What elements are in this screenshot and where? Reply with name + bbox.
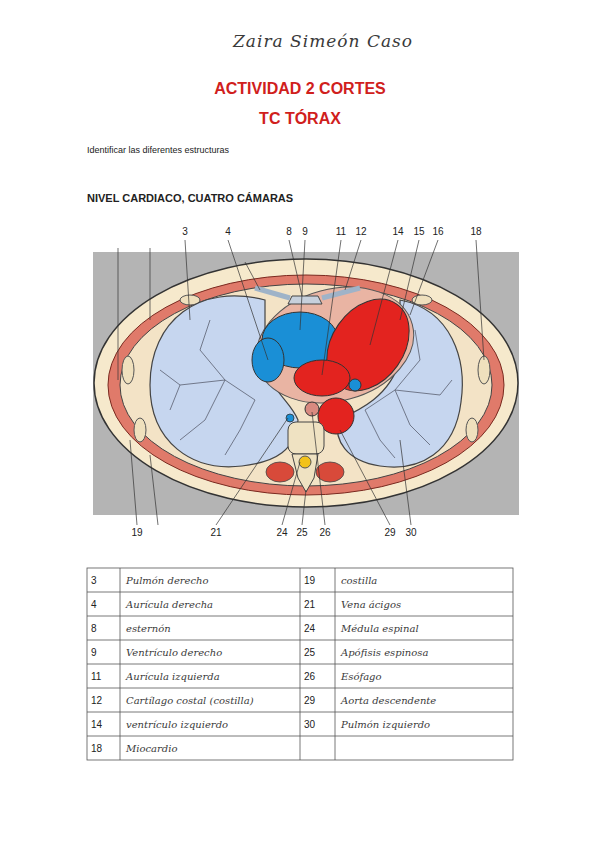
paraspinal-muscle — [266, 462, 294, 482]
callout-number: 21 — [210, 527, 221, 538]
table-number: 24 — [304, 623, 315, 634]
table-number: 30 — [304, 719, 315, 730]
callout-number: 15 — [413, 226, 424, 237]
table-number: 11 — [91, 671, 101, 682]
azygos-vein — [286, 414, 294, 422]
table-answer: Cartílago costal (costilla) — [126, 695, 254, 706]
table-answer: Vena ácigos — [341, 599, 401, 610]
table-answer: costilla — [341, 575, 377, 586]
table-answer: Aurícula derecha — [126, 599, 213, 610]
callout-number: 18 — [470, 226, 481, 237]
table-answer: Miocardio — [126, 743, 177, 754]
table-answer: Aurícula izquierda — [126, 671, 220, 682]
callout-number: 3 — [182, 226, 188, 237]
coronary-sinus — [349, 379, 361, 391]
callout-number: 14 — [392, 226, 403, 237]
table-answer: Ventrículo derecho — [126, 647, 222, 658]
table-answer: esternón — [126, 623, 171, 634]
table-number: 3 — [91, 575, 97, 586]
table-answer: Esófago — [341, 671, 382, 682]
table-number: 29 — [304, 695, 315, 706]
callout-number: 16 — [432, 226, 443, 237]
table-answer: Pulmón derecho — [126, 575, 209, 586]
table-number: 19 — [304, 575, 315, 586]
table-number: 9 — [91, 647, 97, 658]
table-number: 18 — [91, 743, 102, 754]
callout-number: 4 — [225, 226, 231, 237]
table-answer: Médula espinal — [341, 623, 419, 634]
callout-number: 12 — [355, 226, 366, 237]
student-name: Zaira Simeón Caso — [233, 32, 413, 51]
body-outline — [94, 259, 518, 507]
leader-lines — [118, 240, 484, 525]
table-number: 25 — [304, 647, 315, 658]
table-grid — [87, 568, 513, 760]
table-answer: Apófisis espinosa — [341, 647, 428, 658]
spinal-cord — [299, 456, 311, 468]
image-background — [93, 252, 519, 515]
callout-number: 8 — [286, 226, 292, 237]
callout-number: 25 — [296, 527, 307, 538]
table-number: 8 — [91, 623, 97, 634]
callout-number: 26 — [319, 527, 330, 538]
paraspinal-muscle — [316, 462, 344, 482]
page-title: ACTIVIDAD 2 CORTES — [214, 80, 386, 98]
instruction: Identificar las diferentes estructuras — [87, 146, 229, 156]
costal-cartilage — [255, 288, 360, 298]
pericardium — [243, 270, 427, 420]
table-number: 4 — [91, 599, 97, 610]
callout-number: 19 — [131, 527, 142, 538]
callout-number: 24 — [276, 527, 287, 538]
table-answer: Aorta descendente — [341, 695, 436, 706]
vertebral-body — [288, 422, 324, 454]
table-answer: ventrículo izquierdo — [126, 719, 228, 730]
sternum — [288, 296, 322, 304]
table-number: 26 — [304, 671, 315, 682]
page-subtitle: TC TÓRAX — [259, 110, 341, 128]
table-answer: Pulmón izquierdo — [341, 719, 430, 730]
callout-number: 9 — [302, 226, 308, 237]
callout-number: 11 — [336, 226, 346, 237]
left-atrium — [294, 360, 350, 396]
table-number: 21 — [304, 599, 315, 610]
callout-number: 29 — [384, 527, 395, 538]
thoracic-wall — [120, 284, 492, 486]
callout-number: 30 — [405, 527, 416, 538]
section-heading: NIVEL CARDIACO, CUATRO CÁMARAS — [87, 192, 293, 204]
vertebral-arch — [292, 454, 318, 492]
table-number: 14 — [91, 719, 102, 730]
table-number: 12 — [91, 695, 102, 706]
